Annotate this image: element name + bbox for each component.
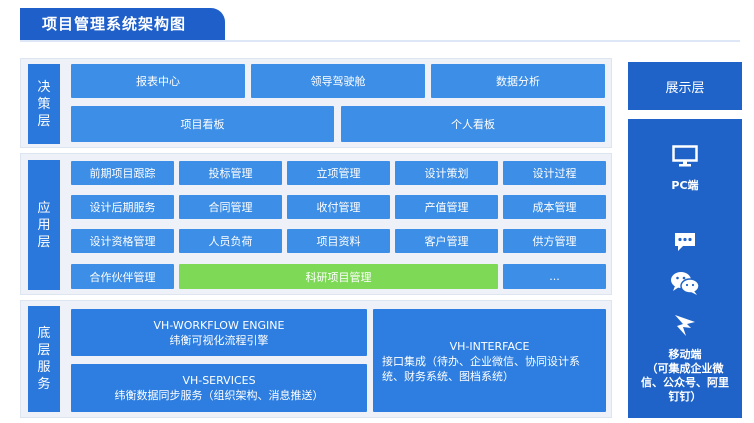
page-title: 项目管理系统架构图 [20,8,225,40]
app-item: 立项管理 [287,161,390,185]
services-title: VH-SERVICES [182,374,256,387]
app-item: 投标管理 [179,161,282,185]
project-board-box: 项目看板 [71,106,334,142]
mobile-label: 移动端 [668,348,702,361]
interface-title: VH-INTERFACE [449,340,530,353]
app-item: 合同管理 [179,195,282,219]
app-item: 前期项目跟踪 [71,161,174,185]
display-layer-header: 展示层 [628,62,742,110]
research-project-box: 科研项目管理 [179,264,498,289]
application-layer-label: 应 用 层 [28,160,60,290]
app-item: 设计后期服务 [71,195,174,219]
workflow-title: VH-WORKFLOW ENGINE [153,318,285,332]
app-item: 产值管理 [395,195,498,219]
app-item: 人员负荷 [179,229,282,253]
app-item: 设计策划 [395,161,498,185]
app-item: 设计资格管理 [71,229,174,253]
personal-board-box: 个人看板 [341,106,605,142]
monitor-icon [672,145,698,167]
decision-layer-label: 决 策 层 [28,64,60,144]
report-center-box: 报表中心 [71,64,245,98]
app-item: 项目资料 [287,229,390,253]
display-layer-body [628,119,742,418]
pc-label: PC端 [671,179,699,192]
mobile-desc: （可集成企业微信、公众号、阿里钉钉） [641,362,729,403]
more-items-box: ... [503,264,606,289]
data-analysis-box: 数据分析 [431,64,605,98]
dingtalk-icon [672,312,698,338]
chat-bubble-icon [673,231,697,253]
services-desc: 纬衡数据同步服务（组织架构、消息推送） [114,389,324,402]
app-item: 客户管理 [395,229,498,253]
app-item: 合作伙伴管理 [71,264,174,289]
app-item: 收付管理 [287,195,390,219]
workflow-engine-box: VH-WORKFLOW ENGINE 纬衡可视化流程引擎 [71,309,367,356]
leader-cockpit-box: 领导驾驶舱 [251,64,425,98]
services-box: VH-SERVICES 纬衡数据同步服务（组织架构、消息推送） [71,364,367,412]
app-item: 设计过程 [503,161,606,185]
interface-box: VH-INTERFACE 接口集成（待办、企业微信、协同设计系统、财务系统、图档… [373,309,606,412]
title-underline [20,40,740,42]
app-item: 成本管理 [503,195,606,219]
app-item: 供方管理 [503,229,606,253]
base-layer-label: 底 层 服 务 [28,306,60,412]
workflow-desc: 纬衡可视化流程引擎 [169,333,269,347]
wechat-icon [670,270,700,296]
interface-desc: 接口集成（待办、企业微信、协同设计系统、财务系统、图档系统） [382,355,580,383]
